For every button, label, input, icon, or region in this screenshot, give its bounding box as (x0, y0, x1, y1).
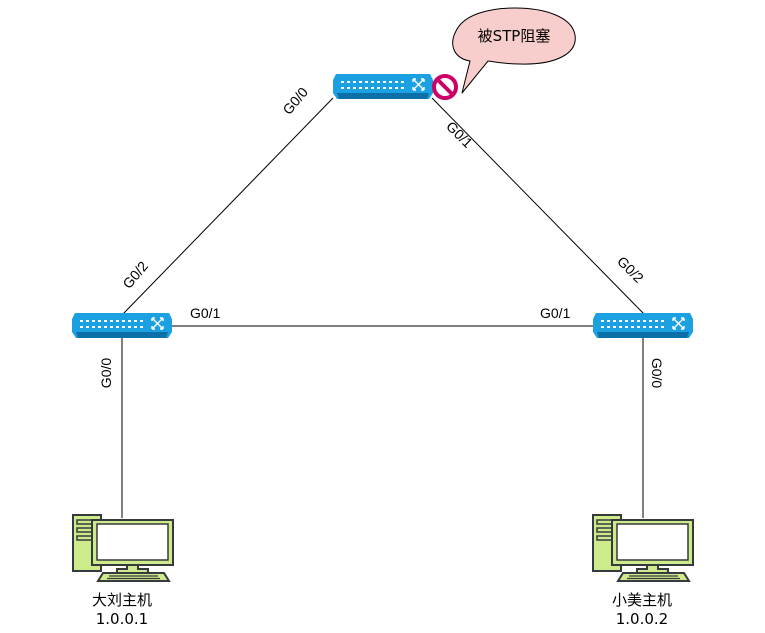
host-ip: 1.0.0.1 (95, 610, 149, 628)
stp-callout: 被STP阻塞 (452, 7, 576, 94)
port-label-right-g0-1: G0/1 (540, 305, 571, 321)
switch-right[interactable] (592, 312, 694, 339)
port-label-left-g0-0: G0/0 (98, 358, 114, 389)
switch-left[interactable] (71, 312, 173, 339)
host-label-left: 大刘主机 1.0.0.1 (62, 591, 182, 629)
switch-top[interactable] (332, 73, 434, 100)
host-pc-left[interactable] (72, 514, 174, 582)
link-top-left (122, 97, 334, 315)
port-label-left-g0-1: G0/1 (190, 305, 221, 321)
host-pc-right[interactable] (592, 514, 694, 582)
host-name: 小美主机 (611, 591, 672, 609)
host-name: 大刘主机 (91, 591, 152, 609)
callout-text: 被STP阻塞 (478, 27, 551, 45)
host-ip: 1.0.0.2 (615, 610, 669, 628)
port-label-left-g0-2: G0/2 (119, 258, 151, 292)
port-label-right-g0-0: G0/0 (649, 358, 665, 389)
port-label-top-g0-0: G0/0 (279, 84, 311, 118)
link-top-right (431, 97, 645, 315)
port-label-right-g0-2: G0/2 (614, 253, 647, 286)
blocked-port-icon (432, 74, 458, 100)
host-label-right: 小美主机 1.0.0.2 (582, 591, 702, 629)
port-label-top-g0-1: G0/1 (443, 118, 476, 151)
